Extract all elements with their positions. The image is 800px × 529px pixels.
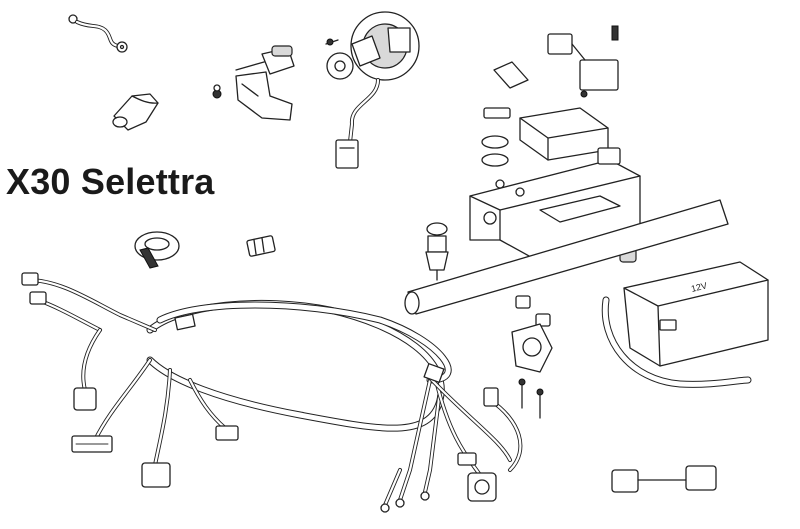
ground-cable [68, 14, 128, 53]
ignition-switch [481, 61, 609, 167]
battery-label: 12V [690, 280, 708, 294]
stator-flywheel [325, 11, 420, 169]
tube-clamps [511, 295, 553, 419]
battery: 12V [623, 261, 769, 367]
frame-tube [404, 199, 729, 315]
tape-roll [134, 231, 180, 269]
diagram-title: X30 Selettra [6, 161, 215, 202]
spark-plug-cap [112, 93, 159, 131]
ignition-coil-bracket [212, 45, 295, 121]
wiring-harness [21, 272, 523, 513]
adapter-cable [611, 465, 717, 493]
pressure-sensor [425, 222, 449, 281]
voltage-regulator [547, 25, 619, 98]
battery-strap [601, 296, 752, 388]
small-connector [246, 235, 276, 257]
